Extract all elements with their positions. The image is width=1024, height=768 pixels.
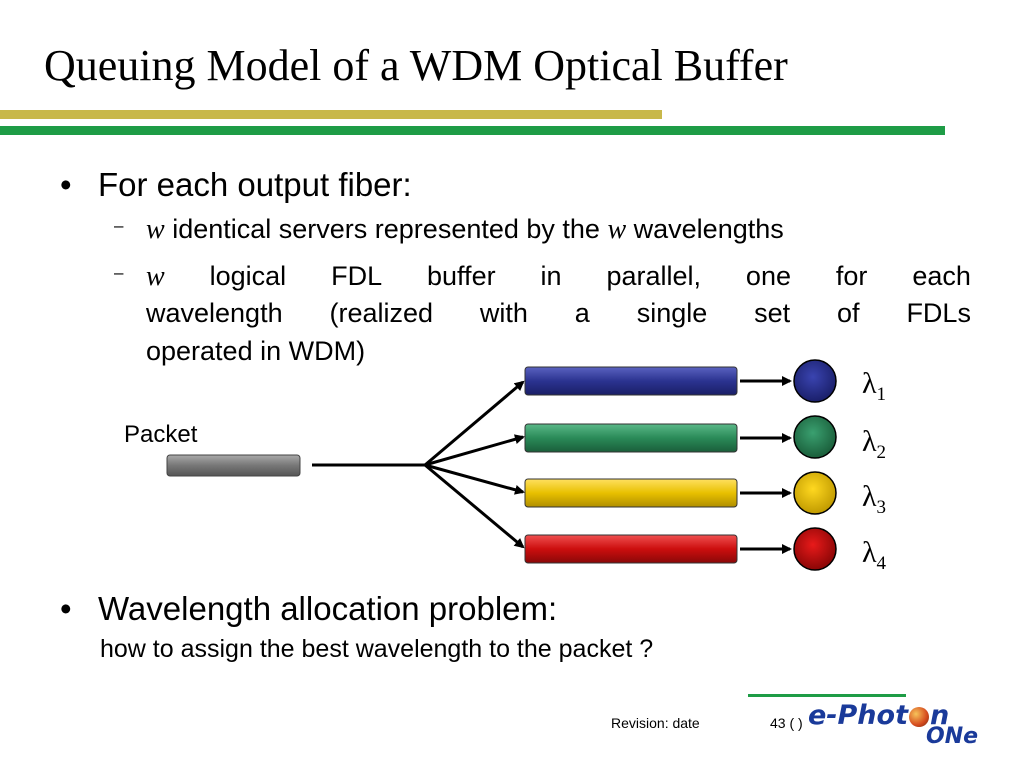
bullet-wavelength-allocation: • Wavelength allocation problem: [60, 590, 557, 628]
sub-bullet-dash: – [114, 263, 124, 282]
fdl-buffer-2 [524, 423, 738, 453]
word: wavelength [146, 298, 283, 328]
word: in [540, 261, 562, 291]
sub-bullet-dash: – [114, 216, 124, 235]
server-4 [793, 527, 837, 571]
variable-w: w [146, 261, 165, 292]
sub-bullet-text: wavelengths [633, 214, 784, 244]
variable-w: w [146, 214, 165, 245]
bullet-text: For each output fiber: [98, 166, 412, 203]
word: logical [209, 261, 287, 291]
word: FDLs [906, 298, 971, 328]
fdl-line-3: operated in WDM) [146, 336, 366, 366]
word: FDL [331, 261, 383, 291]
title-underline-yellow [0, 110, 662, 119]
bullet-dot: • [60, 590, 72, 627]
footer-divider [748, 694, 906, 697]
variable-w: w [607, 214, 627, 245]
word: of [837, 298, 860, 328]
fan-arrow-3 [424, 463, 525, 495]
word: single [636, 298, 708, 328]
fdl-buffer-3 [524, 478, 738, 508]
bullet-output-fiber: • For each output fiber: [60, 166, 412, 204]
packet-label: Packet [124, 421, 198, 448]
word: parallel, [606, 261, 701, 291]
word: each [912, 261, 971, 291]
lambda-label-4: λ4 [862, 536, 887, 574]
logo-text-one: ONe [926, 724, 979, 749]
logo-text-b: n [929, 700, 950, 731]
bullet-text: Wavelength allocation problem: [98, 590, 558, 627]
lambda-label-3: λ3 [862, 480, 887, 518]
server-2 [793, 415, 837, 459]
word: set [754, 298, 791, 328]
fdl-line-1: w logical FDL buffer in parallel, one fo… [146, 261, 971, 293]
logo-text-a: e-Phot [808, 700, 908, 731]
word: for [835, 261, 868, 291]
word: with [479, 298, 528, 328]
server-1 [793, 359, 837, 403]
packet-bar [166, 454, 301, 477]
word: buffer [427, 261, 496, 291]
lambda-label-2: λ2 [862, 425, 887, 463]
slide-title: Queuing Model of a WDM Optical Buffer [44, 41, 788, 90]
word: a [574, 298, 590, 328]
bullet-dot: • [60, 166, 72, 203]
footer-revision: Revision: date [611, 715, 700, 731]
sub-bullet-text: identical servers represented by the [172, 214, 600, 244]
fan-arrow-2 [424, 434, 525, 467]
globe-icon [908, 706, 929, 727]
title-underline-green [0, 126, 945, 135]
fdl-buffer-1 [524, 366, 738, 396]
fdl-line-2: wavelength (realized with a single set o… [146, 298, 971, 329]
word: (realized [329, 298, 434, 328]
word: one [745, 261, 791, 291]
fan-arrow-4 [424, 463, 525, 549]
server-3 [793, 471, 837, 515]
bullet-subtext: how to assign the best wavelength to the… [100, 635, 654, 663]
fan-arrow-1 [424, 380, 525, 467]
fdl-buffer-4 [524, 534, 738, 564]
footer-page-number: 43 ( ) [770, 715, 803, 731]
lambda-label-1: λ1 [862, 367, 887, 405]
